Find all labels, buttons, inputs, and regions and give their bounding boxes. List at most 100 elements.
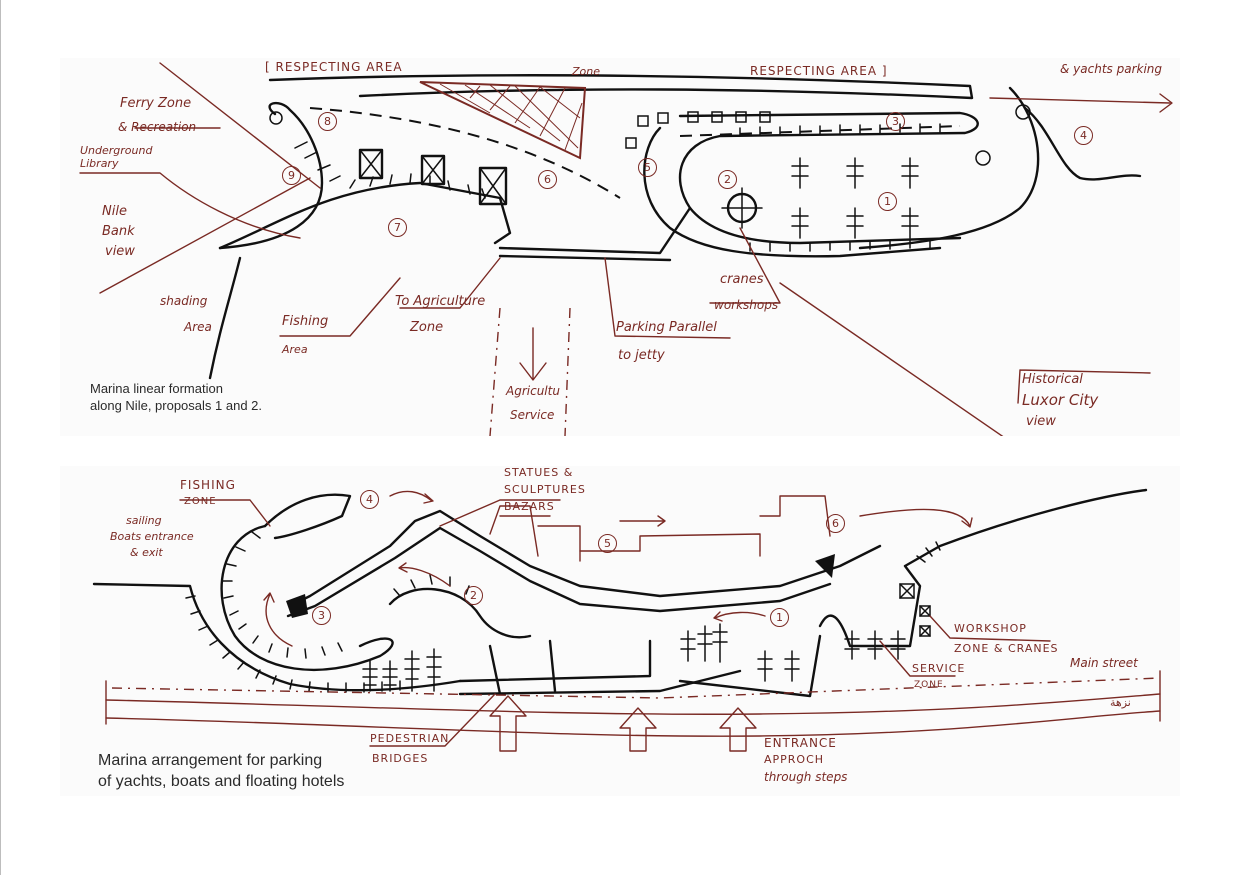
label-agriculture-service-2: Service: [510, 408, 555, 422]
building: [358, 148, 384, 180]
label-sculptures: SCULPTURES: [504, 483, 586, 496]
leader-line: [604, 257, 731, 339]
label-approach: APPROCH: [764, 753, 825, 766]
label-entrance: ENTRANCE: [764, 736, 837, 750]
leader-line: [399, 257, 501, 309]
zone-number-7: 7: [388, 218, 407, 237]
label-agriculture-service-1: Agricultu: [506, 384, 560, 398]
basin-9: [218, 101, 324, 250]
arrow-head-icon: [1159, 93, 1173, 113]
label-shading: shading: [160, 294, 208, 308]
dashed-boundary: [309, 107, 621, 199]
sketch-drawing-bottom: [92, 488, 1161, 752]
arrow-down-icon: [519, 327, 547, 381]
main-street-edge: [105, 710, 1161, 737]
label-ferry-zone: Ferry Zone: [120, 96, 192, 111]
motion-arrow-icon: [398, 562, 451, 587]
bazar-outline: [759, 495, 831, 537]
motion-arrow-icon: [859, 508, 973, 528]
label-fishing-zone-2: ZONE: [184, 496, 217, 507]
basin-7-edge: [218, 181, 512, 250]
label-fishing-area: Area: [282, 343, 308, 356]
leader-line: [709, 227, 781, 304]
label-yachts-parking: & yachts parking: [1060, 62, 1163, 76]
label-respecting-area-left: [ RESPECTING AREA: [265, 60, 403, 74]
caption-top: Marina linear formation along Nile, prop…: [90, 380, 262, 414]
crane-icon: [269, 111, 283, 125]
hatch-lines: [439, 83, 583, 151]
label-bank: Bank: [102, 224, 135, 239]
leader-line: [179, 499, 271, 527]
label-exit: & exit: [130, 546, 163, 559]
label-bazars: BAZARS: [504, 500, 555, 513]
right-bank: [858, 86, 1040, 250]
crane-icon: [1015, 104, 1031, 120]
building: [478, 166, 508, 206]
label-arabic-note: نزهة: [1110, 696, 1131, 709]
building-crosses: [359, 149, 507, 205]
page-edge: [0, 0, 1, 875]
label-service: SERVICE: [912, 662, 966, 675]
building-block: [286, 594, 308, 618]
sketch-marina-arrangement: FISHING ZONE sailing Boats entrance & ex…: [60, 466, 1180, 796]
zone-number-4: 4: [360, 490, 379, 509]
motion-arrow-icon: [713, 611, 766, 622]
promenade-arm-inner: [286, 526, 832, 618]
basin-1-2-3: [678, 111, 979, 245]
zone-number-3: 3: [886, 112, 905, 131]
entrance-arrows: [489, 695, 757, 752]
sketch-drawing-top: [79, 62, 1173, 436]
zone-number-5: 5: [638, 158, 657, 177]
bazar-outline: [537, 525, 581, 562]
label-recreation: & Recreation: [118, 120, 197, 134]
caption-bottom-line-2: of yachts, boats and floating hotels: [98, 773, 345, 790]
label-cranes: cranes: [720, 272, 764, 287]
label-to-agriculture: To Agriculture: [395, 294, 486, 309]
label-pedestrian: PEDESTRIAN: [370, 732, 450, 745]
label-fishing: Fishing: [282, 314, 329, 329]
label-respecting-area-right: RESPECTING AREA ]: [750, 64, 888, 78]
label-parking-parallel: Parking Parallel: [616, 320, 717, 335]
pier-group: [791, 157, 919, 239]
bazar-outline: [579, 533, 761, 557]
mooring-ticks: [294, 141, 486, 199]
zone-number-8: 8: [318, 112, 337, 131]
motion-arrow-icon: [619, 515, 666, 527]
hatched-zone: [419, 81, 587, 160]
motion-arrow-icon: [389, 490, 434, 504]
label-bridges: BRIDGES: [372, 752, 429, 765]
mooring-ticks: [222, 531, 343, 659]
zone-number-2: 2: [464, 586, 483, 605]
promenade-arm: [288, 509, 882, 608]
label-sailing: sailing: [126, 514, 162, 527]
jetty: [678, 634, 822, 698]
jetty: [458, 639, 652, 683]
label-service-zone: ZONE: [914, 680, 944, 690]
label-luxor-city: Luxor City: [1022, 391, 1099, 409]
building-block: [815, 554, 835, 578]
crane-icon: [975, 150, 991, 166]
mooring-ticks: [916, 541, 941, 563]
pedestrian-bridge: [488, 639, 557, 696]
label-workshops: workshops: [714, 298, 779, 312]
motion-arrow-icon: [263, 592, 293, 647]
label-boats-entrance: Boats entrance: [110, 530, 194, 543]
sketch-proposals-1-2: [ RESPECTING AREA Zone RESPECTING AREA ]…: [60, 58, 1180, 436]
label-agriculture-zone: Zone: [410, 320, 444, 335]
label-through-steps: through steps: [764, 770, 848, 784]
bazar-outline: [489, 505, 539, 557]
label-view: view: [105, 244, 135, 259]
zone-number-9: 9: [282, 166, 301, 185]
label-underground-library: Underground Library: [80, 144, 153, 170]
mooring-ticks: [393, 574, 470, 597]
label-zone: Zone: [572, 65, 601, 78]
zone-number-2: 2: [718, 170, 737, 189]
left-shoreline: [92, 582, 462, 692]
leader-line: [79, 172, 301, 239]
label-historical-view: view: [1026, 414, 1056, 429]
right-shore: [1023, 106, 1142, 181]
leader-line: [279, 277, 401, 337]
label-zone-cranes: ZONE & CRANES: [954, 642, 1059, 655]
leader-line: [879, 640, 956, 677]
main-street-dashed: [111, 677, 1161, 699]
